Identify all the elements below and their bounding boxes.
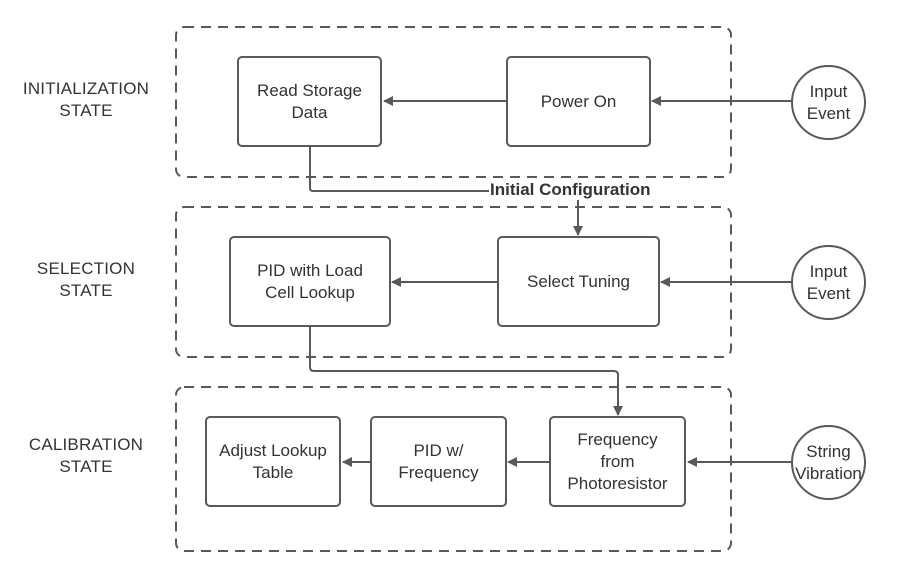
adjust-lookup-table-label: Adjust Lookup Table — [219, 440, 327, 482]
initialization-state-label: INITIALIZATION STATE — [22, 79, 150, 120]
initial-configuration-label: Initial Configuration — [489, 180, 652, 200]
selection-state-label: SELECTION STATE — [36, 259, 136, 300]
arrow-pid-load-cell-to-frequency — [309, 327, 623, 416]
adjust-lookup-table-node: Adjust Lookup Table — [205, 416, 341, 507]
read-storage-data-label: Read Storage Data — [257, 80, 362, 122]
pid-load-cell-label: PID with Load Cell Lookup — [257, 260, 363, 302]
pid-frequency-label: PID w/ Frequency — [398, 440, 479, 482]
select-tuning-node: Select Tuning — [497, 236, 660, 327]
string-vibration-label: String Vibration — [795, 441, 862, 483]
input-event-label-2: Input Event — [806, 261, 851, 303]
input-event-circle-1: Input Event — [791, 65, 866, 140]
string-vibration-circle: String Vibration — [791, 425, 866, 500]
calibration-state-label: CALIBRATION STATE — [28, 435, 144, 476]
frequency-photoresistor-node: Frequency from Photoresistor — [549, 416, 686, 507]
pid-frequency-node: PID w/ Frequency — [370, 416, 507, 507]
pid-load-cell-node: PID with Load Cell Lookup — [229, 236, 391, 327]
power-on-node: Power On — [506, 56, 651, 147]
frequency-photoresistor-label: Frequency from Photoresistor — [567, 429, 668, 493]
input-event-label-1: Input Event — [806, 81, 851, 123]
select-tuning-label: Select Tuning — [526, 271, 630, 291]
input-event-circle-2: Input Event — [791, 245, 866, 320]
read-storage-data-node: Read Storage Data — [237, 56, 382, 147]
power-on-label: Power On — [540, 91, 617, 111]
